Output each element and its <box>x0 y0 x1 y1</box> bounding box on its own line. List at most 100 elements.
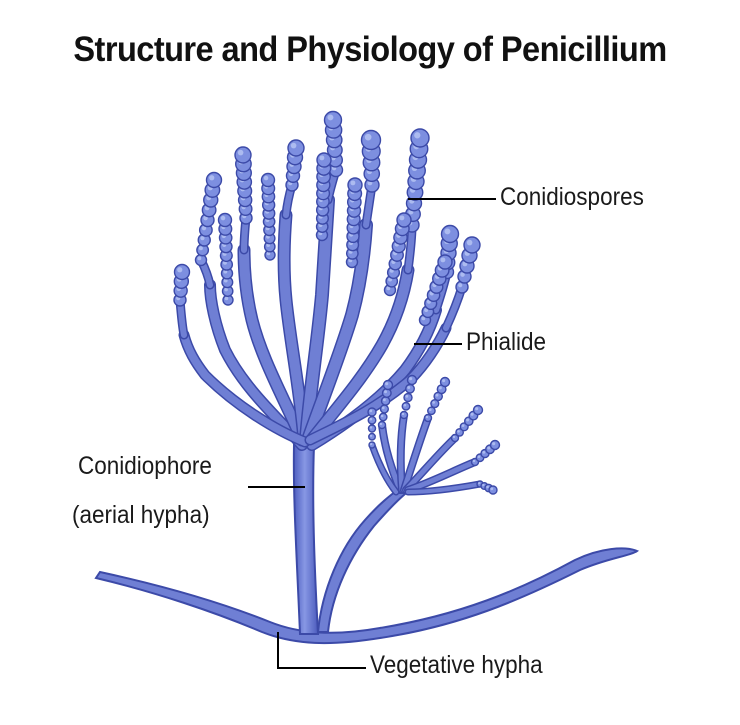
conidiospore <box>347 177 363 193</box>
secondary-conidiospore-highlight <box>442 379 446 383</box>
conidiospore <box>440 224 460 244</box>
secondary-conidiospore <box>488 485 498 495</box>
conidiospore-highlight <box>266 251 271 256</box>
conidiospore-highlight <box>386 286 391 291</box>
secondary-conidiospore-highlight <box>490 487 494 491</box>
conidiospore-highlight <box>327 114 334 121</box>
conidiospore-highlight <box>200 236 205 241</box>
secondary-conidiospore-highlight <box>487 446 491 450</box>
secondary-conidiospore <box>367 424 377 433</box>
secondary-conidiospore <box>405 383 415 394</box>
conidiospore <box>410 128 430 148</box>
secondary-conidiospore <box>489 439 501 451</box>
label-vegetative-hypha: Vegetative hypha <box>370 651 543 679</box>
conidiospore-highlight <box>466 239 473 246</box>
conidiospore-highlight <box>224 296 229 301</box>
secondary-conidiospore <box>377 420 387 430</box>
conidiospore <box>323 110 343 130</box>
conidiospore <box>205 171 223 189</box>
secondary-conidiospore <box>423 413 433 423</box>
conidiospore-highlight <box>421 316 426 321</box>
conidiospore <box>234 146 252 164</box>
label-aerial-hypha: (aerial hypha) <box>72 501 210 529</box>
secondary-conidiospore <box>379 404 390 414</box>
conidiophore-stalk <box>292 444 320 635</box>
conidiospore <box>260 172 276 188</box>
conidiospore <box>173 263 191 281</box>
secondary-conidiospore-highlight <box>370 443 373 446</box>
secondary-branch <box>405 459 478 493</box>
conidiospore-highlight <box>319 155 325 161</box>
secondary-conidiospore-highlight <box>381 406 385 410</box>
secondary-conidiospore-highlight <box>478 482 481 485</box>
secondary-conidiospore <box>403 392 413 403</box>
conidiospore-highlight <box>399 215 405 221</box>
conidiospore <box>316 152 332 168</box>
label-conidiospores: Conidiospores <box>500 183 644 211</box>
secondary-conidiospore-highlight <box>379 422 383 426</box>
secondary-conidiospore <box>378 412 388 422</box>
secondary-conidiospore-highlight <box>405 394 409 398</box>
conidiospore-highlight <box>444 228 451 235</box>
secondary-conidiospore-highlight <box>452 435 456 439</box>
secondary-branch <box>401 415 431 493</box>
metula-branch <box>180 331 309 446</box>
conidiospore <box>396 212 412 228</box>
secondary-conidiospore <box>368 441 376 449</box>
conidiospore <box>360 129 382 151</box>
secondary-conidiospore <box>472 404 484 416</box>
secondary-conidiospore-highlight <box>470 412 474 416</box>
conidiospore-highlight <box>458 283 463 288</box>
conidiospore-highlight <box>209 175 215 181</box>
metula-branch <box>279 210 309 445</box>
secondary-conidiospore <box>426 406 436 416</box>
secondary-conidiospore-highlight <box>486 485 489 489</box>
conidiospore-chains <box>173 110 501 495</box>
conidiospore-highlight <box>223 278 228 283</box>
secondary-conidiospore-highlight <box>369 434 373 437</box>
secondary-conidiospore-highlight <box>482 483 485 487</box>
conidiospore-highlight <box>364 133 372 141</box>
secondary-conidiospore-highlight <box>385 382 389 386</box>
secondary-conidiospore-highlight <box>466 418 470 422</box>
secondary-conidiospore-highlight <box>472 459 476 463</box>
secondary-conidiospore <box>401 401 411 411</box>
leader-lines <box>248 198 496 669</box>
secondary-conidiospore-highlight <box>492 442 496 446</box>
secondary-conidiospore-highlight <box>475 407 479 411</box>
conidiospore-highlight <box>198 246 203 251</box>
secondary-conidiospore <box>399 410 409 420</box>
secondary-conidiospore-highlight <box>477 455 481 458</box>
conidiospore-highlight <box>201 225 207 231</box>
secondary-conidiospore <box>439 376 451 388</box>
secondary-conidiospore-highlight <box>384 390 388 394</box>
label-phialide: Phialide <box>466 328 547 356</box>
secondary-branch <box>398 412 407 493</box>
secondary-conidiospore <box>368 432 376 441</box>
conidiospore-highlight <box>350 180 356 186</box>
diagram-title: Structure and Physiology of Penicillium <box>73 30 667 69</box>
conidiospore-highlight <box>290 142 297 149</box>
conidiospore-highlight <box>414 132 421 139</box>
conidiospore-highlight <box>197 256 202 261</box>
conidiospore-highlight <box>224 287 228 292</box>
secondary-conidiospore <box>367 415 377 425</box>
vegetative-hypha-shape <box>94 547 640 645</box>
secondary-conidiospore-highlight <box>369 417 373 421</box>
secondary-conidiospore-highlight <box>438 386 442 390</box>
conidiospore-highlight <box>263 175 269 181</box>
secondary-conidiospore-highlight <box>425 415 429 419</box>
conidiospore <box>463 236 481 254</box>
secondary-conidiospore-highlight <box>409 377 413 381</box>
secondary-conidiospore-highlight <box>401 412 405 416</box>
conidiospore <box>437 254 453 270</box>
secondary-conidiospore-highlight <box>369 409 373 413</box>
secondary-branch <box>403 435 458 493</box>
conidiospore-highlight <box>177 267 183 273</box>
secondary-branch <box>370 443 398 494</box>
secondary-conidiospore-highlight <box>482 450 486 454</box>
metula-branch <box>306 324 450 444</box>
secondary-conidiospore <box>406 374 418 386</box>
